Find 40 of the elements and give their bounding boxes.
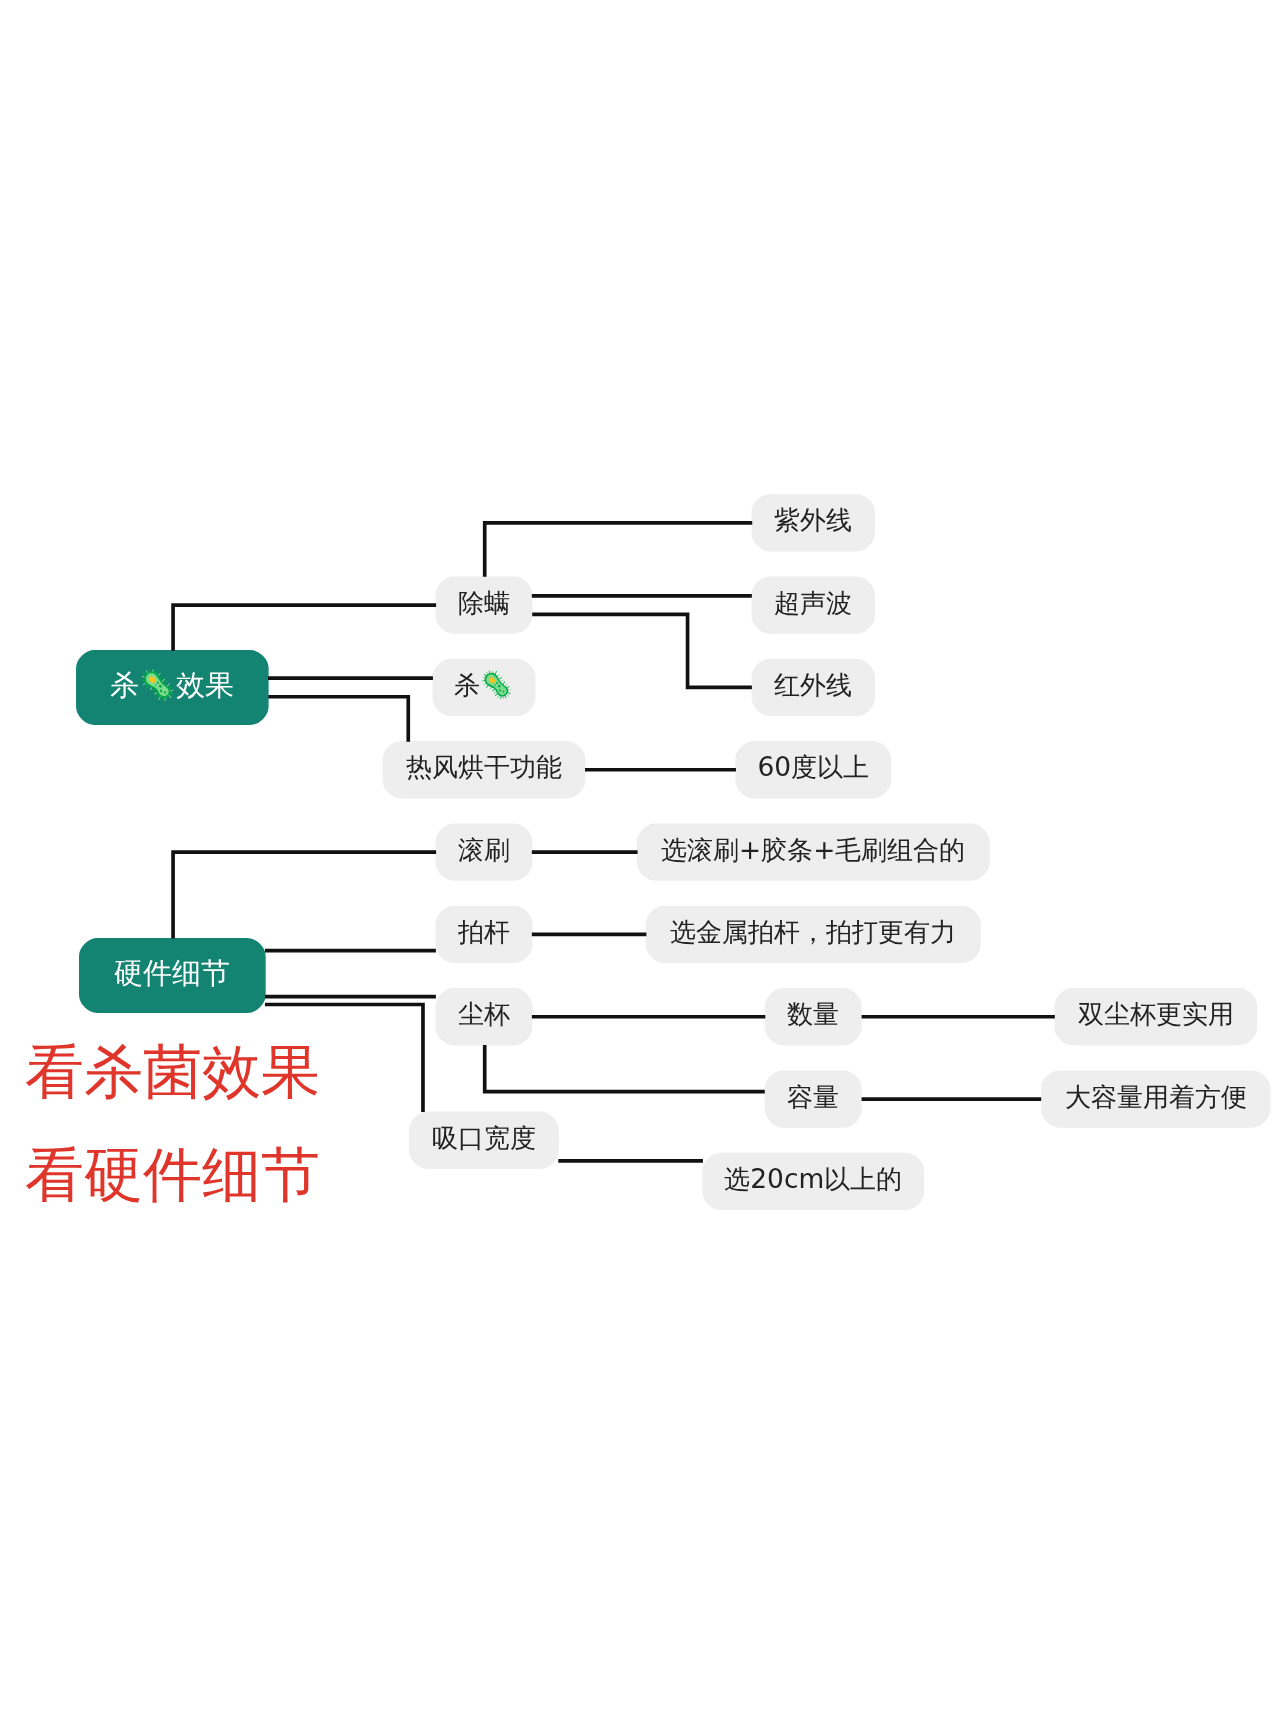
- connector: [532, 612, 752, 689]
- node-box: 选金属拍杆，拍打更有力: [645, 905, 981, 963]
- connector: [531, 1014, 766, 1019]
- node-box: 双尘杯更实用: [1054, 987, 1258, 1045]
- node-box: 吸口宽度: [409, 1111, 559, 1169]
- connector: [482, 520, 753, 577]
- connector: [267, 675, 433, 680]
- node-box: 容量: [764, 1069, 862, 1128]
- node-box: 拍杆: [435, 905, 533, 963]
- node-box: 大容量用着方便: [1041, 1069, 1271, 1128]
- node-box: 选20cm以上的: [702, 1152, 925, 1210]
- node-box: 热风烘干功能: [382, 740, 586, 798]
- node-box: 数量: [764, 987, 862, 1045]
- node-box: 杀🦠: [432, 658, 536, 716]
- connector: [861, 1096, 1042, 1101]
- node-box: 60度以上: [735, 740, 892, 798]
- node-box: 硬件细节: [79, 937, 266, 1013]
- connector: [482, 1044, 765, 1094]
- node-box: 滚刷: [435, 822, 533, 881]
- label: 看硬件细节: [24, 1139, 320, 1209]
- connector: [585, 767, 736, 772]
- node-box: 选滚刷+胶条+毛刷组合的: [636, 822, 990, 881]
- node-box: 杀🦠效果: [76, 649, 269, 725]
- node-box: 超声波: [751, 575, 875, 634]
- connector: [531, 593, 752, 598]
- connector: [861, 1014, 1055, 1019]
- node-box: 除螨: [435, 575, 533, 634]
- connector: [265, 948, 436, 952]
- node-box: 红外线: [751, 658, 875, 716]
- connector: [264, 1002, 425, 1112]
- connector: [268, 694, 411, 742]
- connector: [265, 994, 436, 998]
- node-box: 尘杯: [435, 987, 533, 1045]
- node-box: 紫外线: [751, 493, 875, 551]
- connector: [531, 849, 638, 854]
- connector: [171, 849, 437, 939]
- label: 看杀菌效果: [24, 1036, 320, 1106]
- connector: [558, 1158, 703, 1163]
- connector: [531, 932, 647, 936]
- connector: [171, 602, 437, 651]
